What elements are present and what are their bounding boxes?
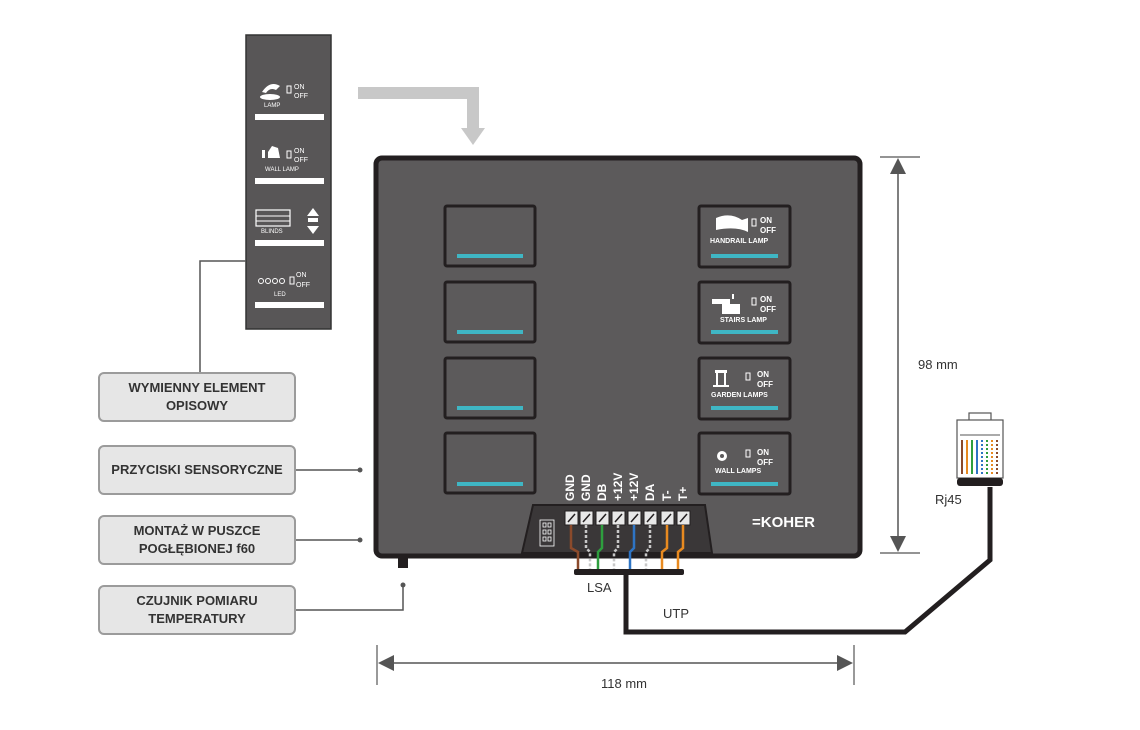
- strip-led-off: OFF: [296, 282, 310, 289]
- updown-arrows-icon: [307, 208, 319, 234]
- wall-lamps-on: ON: [757, 448, 769, 457]
- switch-icon: [745, 449, 751, 458]
- strip-wall-lamp-on: ON: [294, 148, 305, 155]
- switch-icon: [289, 276, 295, 285]
- switch-icon: [286, 85, 292, 94]
- lsa-label: LSA: [587, 580, 612, 595]
- callout-mounting: MONTAŻ W PUSZCE POGŁĘBIONEJ f60: [98, 515, 296, 565]
- strip-lamp-on: ON: [294, 84, 305, 91]
- terminal-label: GND: [563, 474, 577, 501]
- screw-slots: [567, 513, 688, 523]
- garden-lamps-icon: [713, 370, 729, 387]
- brand-logo: =KOHER: [752, 514, 815, 531]
- stairs-off: OFF: [760, 305, 776, 314]
- callout-temp-sensor: CZUJNIK POMIARU TEMPERATURY: [98, 585, 296, 635]
- strip-divider: [255, 114, 324, 120]
- strip-blinds-label: BLINDS: [261, 229, 283, 235]
- touch-button-left-3[interactable]: [443, 356, 537, 420]
- height-dimension: [880, 156, 920, 554]
- stairs-lamp-label: STAIRS LAMP: [720, 317, 767, 324]
- strip-lamp-off: OFF: [294, 93, 308, 100]
- temperature-sensor: [398, 556, 408, 568]
- touch-button-left-2[interactable]: [443, 280, 537, 344]
- handrail-lamp-icon: [716, 215, 748, 232]
- wires: [569, 525, 685, 572]
- blinds-icon: [255, 209, 291, 227]
- width-dimension: [376, 645, 855, 685]
- touch-button-left-4[interactable]: [443, 431, 537, 495]
- screw-terminals: [564, 510, 691, 526]
- strip-divider: [255, 302, 324, 308]
- leader-line: [199, 260, 246, 372]
- lsa-bar: [574, 569, 684, 575]
- handrail-lamp-label: HANDRAIL LAMP: [710, 238, 769, 245]
- touch-button-right-2[interactable]: [697, 280, 792, 345]
- touch-button-right-1[interactable]: [697, 204, 792, 269]
- terminal-label: T+: [676, 486, 690, 501]
- rj45-plug: [956, 412, 1004, 486]
- garden-on: ON: [757, 370, 769, 379]
- leader-dot: [357, 467, 363, 473]
- utp-label: UTP: [663, 606, 689, 621]
- stairs-on: ON: [760, 295, 772, 304]
- strip-divider: [255, 240, 324, 246]
- wall-lamps-off: OFF: [757, 458, 773, 467]
- terminal-label: T-: [660, 490, 674, 501]
- lamp-icon: [260, 84, 280, 100]
- terminal-label: DA: [643, 483, 657, 501]
- strip-divider: [255, 178, 324, 184]
- led-icon: [258, 278, 285, 284]
- terminal-label: +12V: [627, 472, 641, 501]
- handrail-off: OFF: [760, 226, 776, 235]
- terminal-label: DB: [595, 483, 609, 501]
- callout-touch-buttons: PRZYCISKI SENSORYCZNE: [98, 445, 296, 495]
- strip-lamp-label: LAMP: [264, 103, 281, 109]
- leader-dot: [357, 537, 363, 543]
- touch-button-left-1[interactable]: [443, 204, 537, 268]
- garden-off: OFF: [757, 380, 773, 389]
- strip-led-label: LED: [274, 292, 286, 298]
- leader-line: [296, 585, 404, 611]
- touch-button-right-4[interactable]: [697, 431, 792, 496]
- insert-arrow-head: [461, 128, 485, 145]
- connector-pins: [539, 519, 555, 547]
- switch-icon: [751, 218, 757, 227]
- insert-arrow: [358, 87, 479, 132]
- handrail-on: ON: [760, 216, 772, 225]
- callout-description-element: WYMIENNY ELEMENT OPISOWY: [98, 372, 296, 422]
- wall-lamps-label: WALL LAMPS: [715, 468, 762, 475]
- switch-icon: [745, 372, 751, 381]
- width-label: 118 mm: [601, 676, 647, 691]
- switch-icon: [751, 297, 757, 306]
- terminal-label: GND: [579, 474, 593, 501]
- stairs-lamp-icon: [712, 294, 740, 314]
- rj45-label: Rj45: [935, 492, 962, 507]
- switch-icon: [286, 150, 292, 159]
- wall-lamps-icon: [717, 451, 727, 461]
- utp-cable: [623, 487, 993, 635]
- leader-dot: [400, 582, 406, 588]
- strip-led-on: ON: [296, 272, 307, 279]
- touch-button-right-3[interactable]: [697, 356, 792, 421]
- strip-wall-lamp-off: OFF: [294, 157, 308, 164]
- wall-lamp-icon: [262, 146, 280, 158]
- terminal-label: +12V: [611, 472, 625, 501]
- garden-lamps-label: GARDEN LAMPS: [711, 392, 768, 399]
- height-label: 98 mm: [918, 357, 958, 372]
- strip-wall-lamp-label: WALL LAMP: [265, 167, 299, 173]
